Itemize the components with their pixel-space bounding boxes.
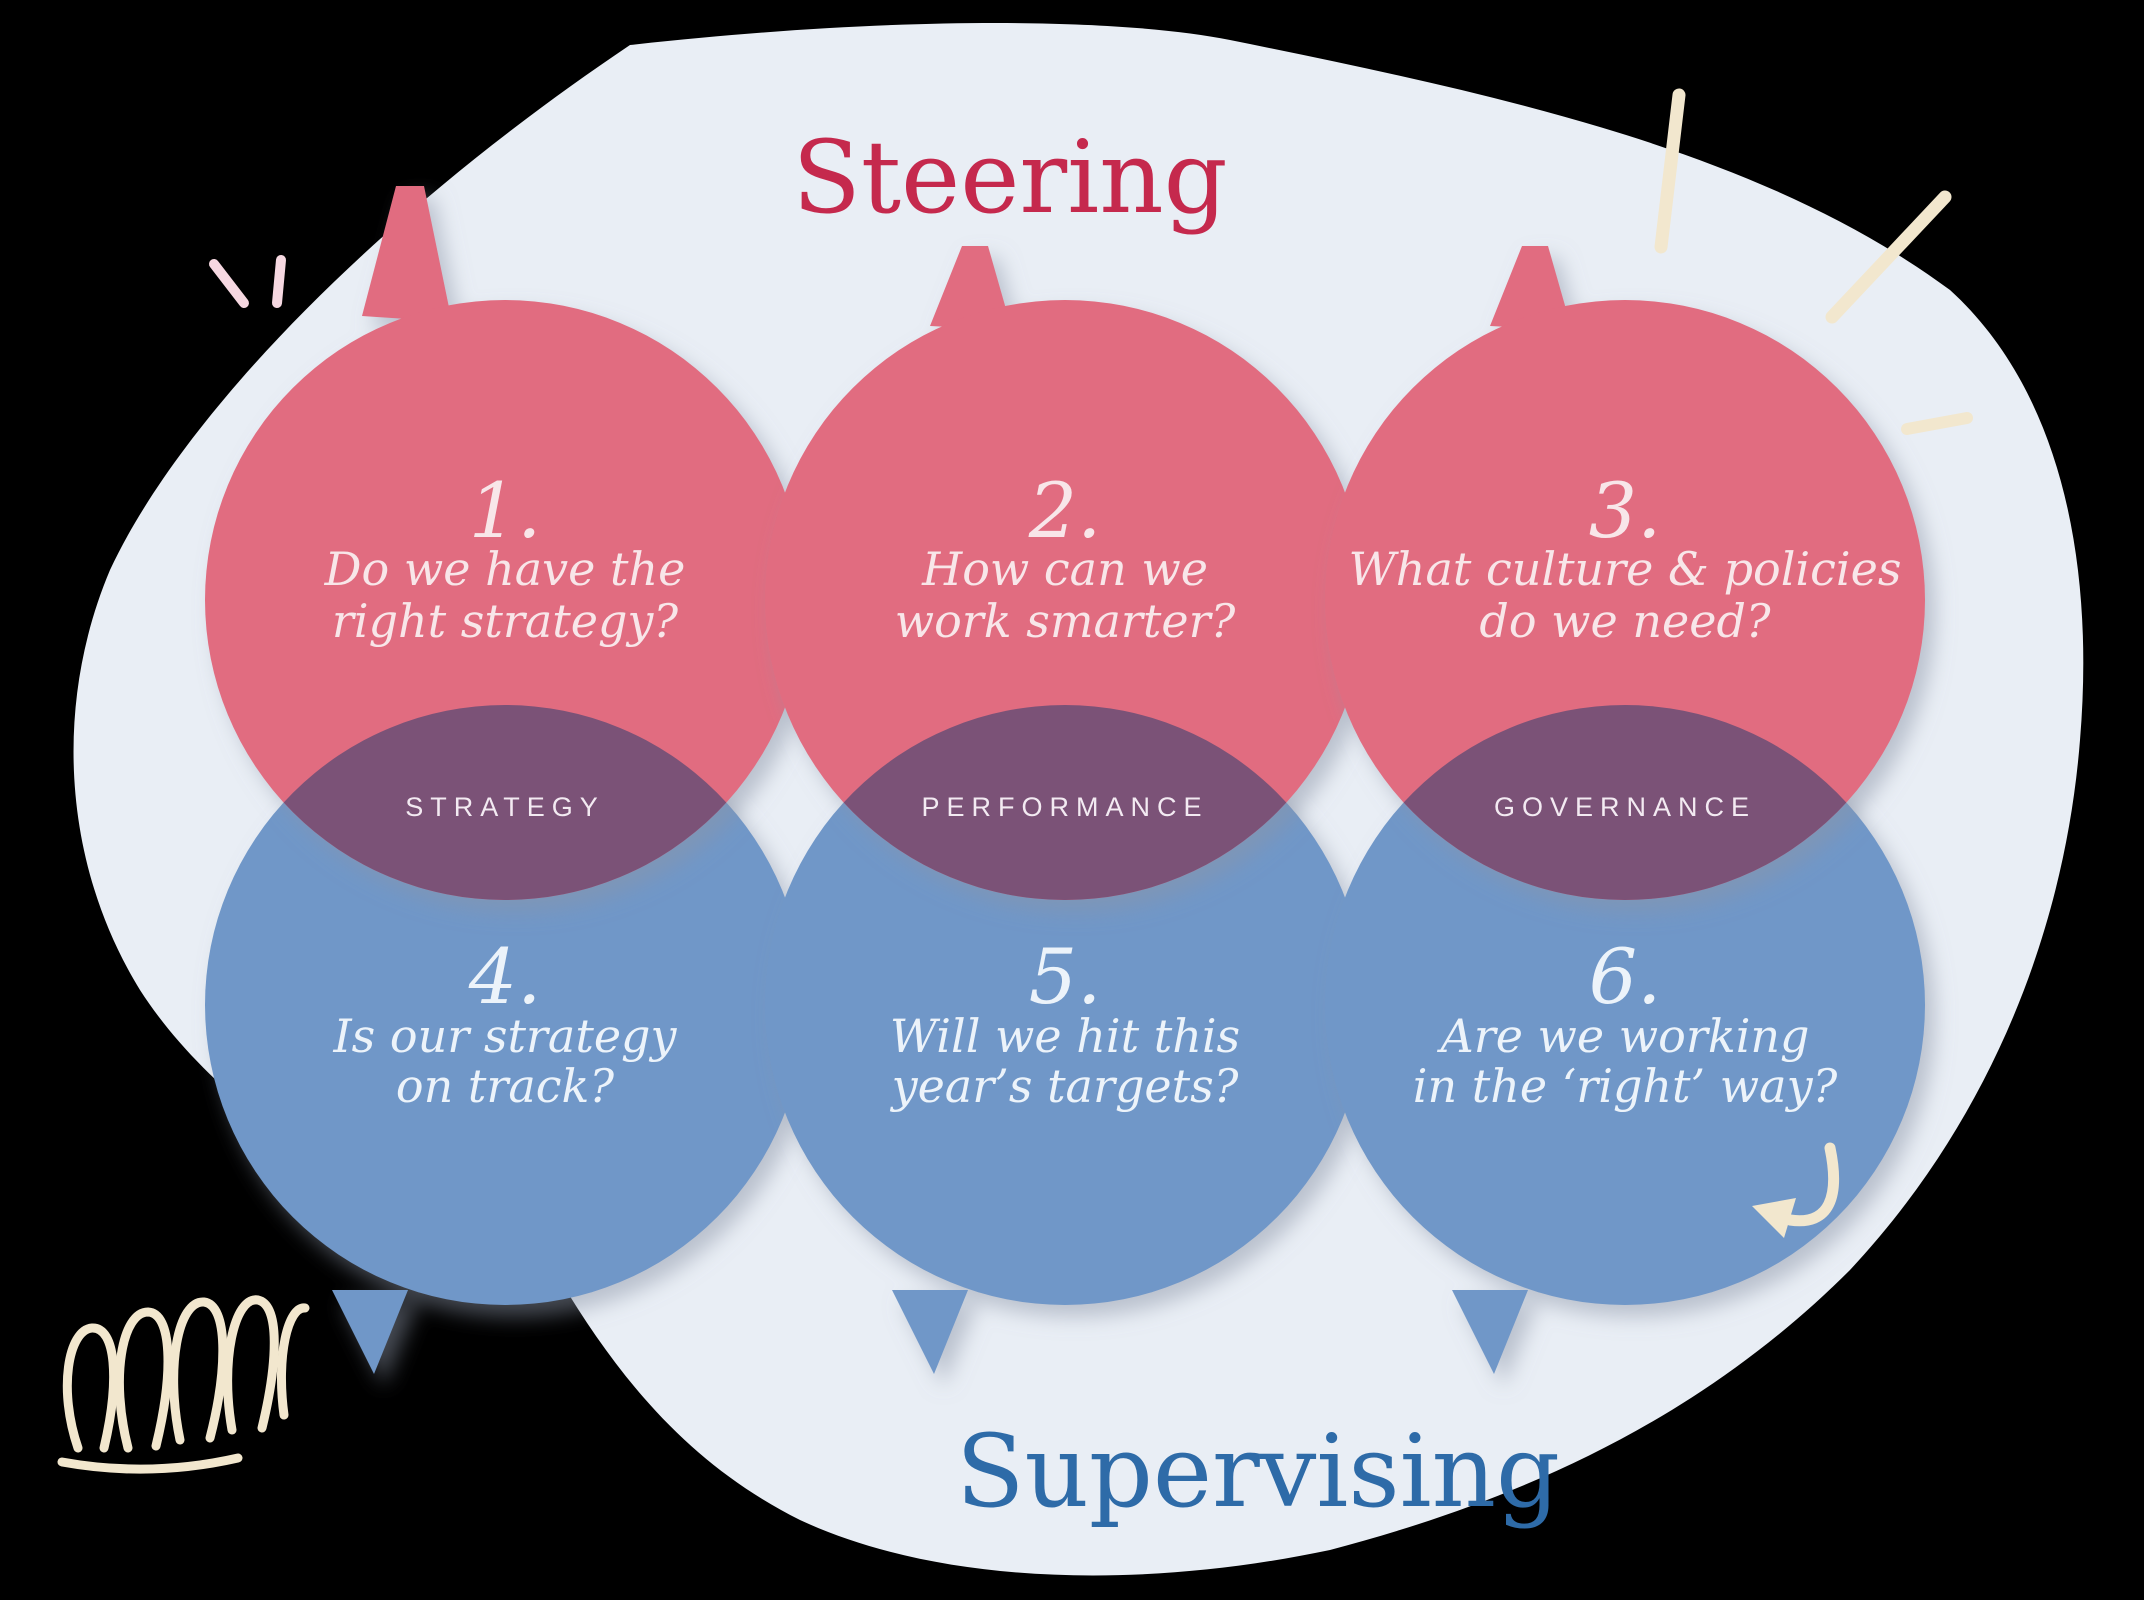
bubble-3-line-1: What culture & policies xyxy=(1349,542,1902,596)
bubble-5-number: 5. xyxy=(1029,932,1102,1021)
bubble-2-line-1: How can we xyxy=(921,542,1208,596)
bubble-5-text: 5. Will we hit this year’s targets? xyxy=(890,932,1241,1113)
doodle-dashes-top-left-icon xyxy=(209,255,286,308)
bubble-5-line-2: year’s targets? xyxy=(890,1059,1239,1113)
bubble-4-number: 4. xyxy=(468,932,542,1021)
bubble-3-number: 3. xyxy=(1589,466,1662,555)
overlap-label-governance: GOVERNANCE xyxy=(1494,792,1756,822)
bubble-6-number: 6. xyxy=(1589,932,1662,1021)
doodle-dashes-top-right-icon xyxy=(1654,88,1973,435)
steering-title: Steering xyxy=(792,119,1227,236)
bubble-4-line-1: Is our strategy xyxy=(333,1009,678,1063)
bubble-4-line-2: on track? xyxy=(396,1059,614,1113)
doodle-arrow-icon xyxy=(1752,1142,1840,1238)
bubble-6-line-2: in the ‘right’ way? xyxy=(1413,1059,1838,1113)
doodle-scribble-icon xyxy=(57,1295,310,1474)
supervising-title: Supervising xyxy=(956,1413,1560,1530)
bubble-1-text: 1. Do we have the right strategy? xyxy=(324,466,686,648)
bubble-4-text: 4. Is our strategy on track? xyxy=(333,932,678,1113)
bubble-1-line-1: Do we have the xyxy=(324,542,686,596)
bubble-3-tail xyxy=(1490,246,1572,330)
overlap-lens-strategy xyxy=(205,705,805,900)
bubble-2-line-2: work smarter? xyxy=(895,594,1236,648)
bubble-1-tail xyxy=(362,186,452,322)
bubble-2-tail xyxy=(930,246,1012,330)
bubble-6-text: 6. Are we working in the ‘right’ way? xyxy=(1413,932,1838,1113)
overlap-lens-performance xyxy=(765,705,1365,900)
bubble-5-tail xyxy=(892,1290,968,1374)
bubble-4-tail xyxy=(332,1290,408,1374)
bubble-2-number: 2. xyxy=(1028,466,1102,555)
overlap-label-performance: PERFORMANCE xyxy=(921,792,1208,822)
bubble-2-text: 2. How can we work smarter? xyxy=(895,466,1236,648)
bubble-3-line-2: do we need? xyxy=(1479,594,1770,648)
bubble-3-text: 3. What culture & policies do we need? xyxy=(1349,466,1902,648)
overlap-label-strategy: STRATEGY xyxy=(405,792,605,822)
bubble-5-line-1: Will we hit this xyxy=(890,1009,1240,1063)
bubble-6-tail xyxy=(1452,1290,1528,1374)
bubble-1-line-2: right strategy? xyxy=(332,594,679,648)
bubble-6-line-1: Are we working xyxy=(1437,1009,1810,1063)
overlap-lens-governance xyxy=(1325,705,1925,900)
bubble-1-number: 1. xyxy=(469,466,542,555)
